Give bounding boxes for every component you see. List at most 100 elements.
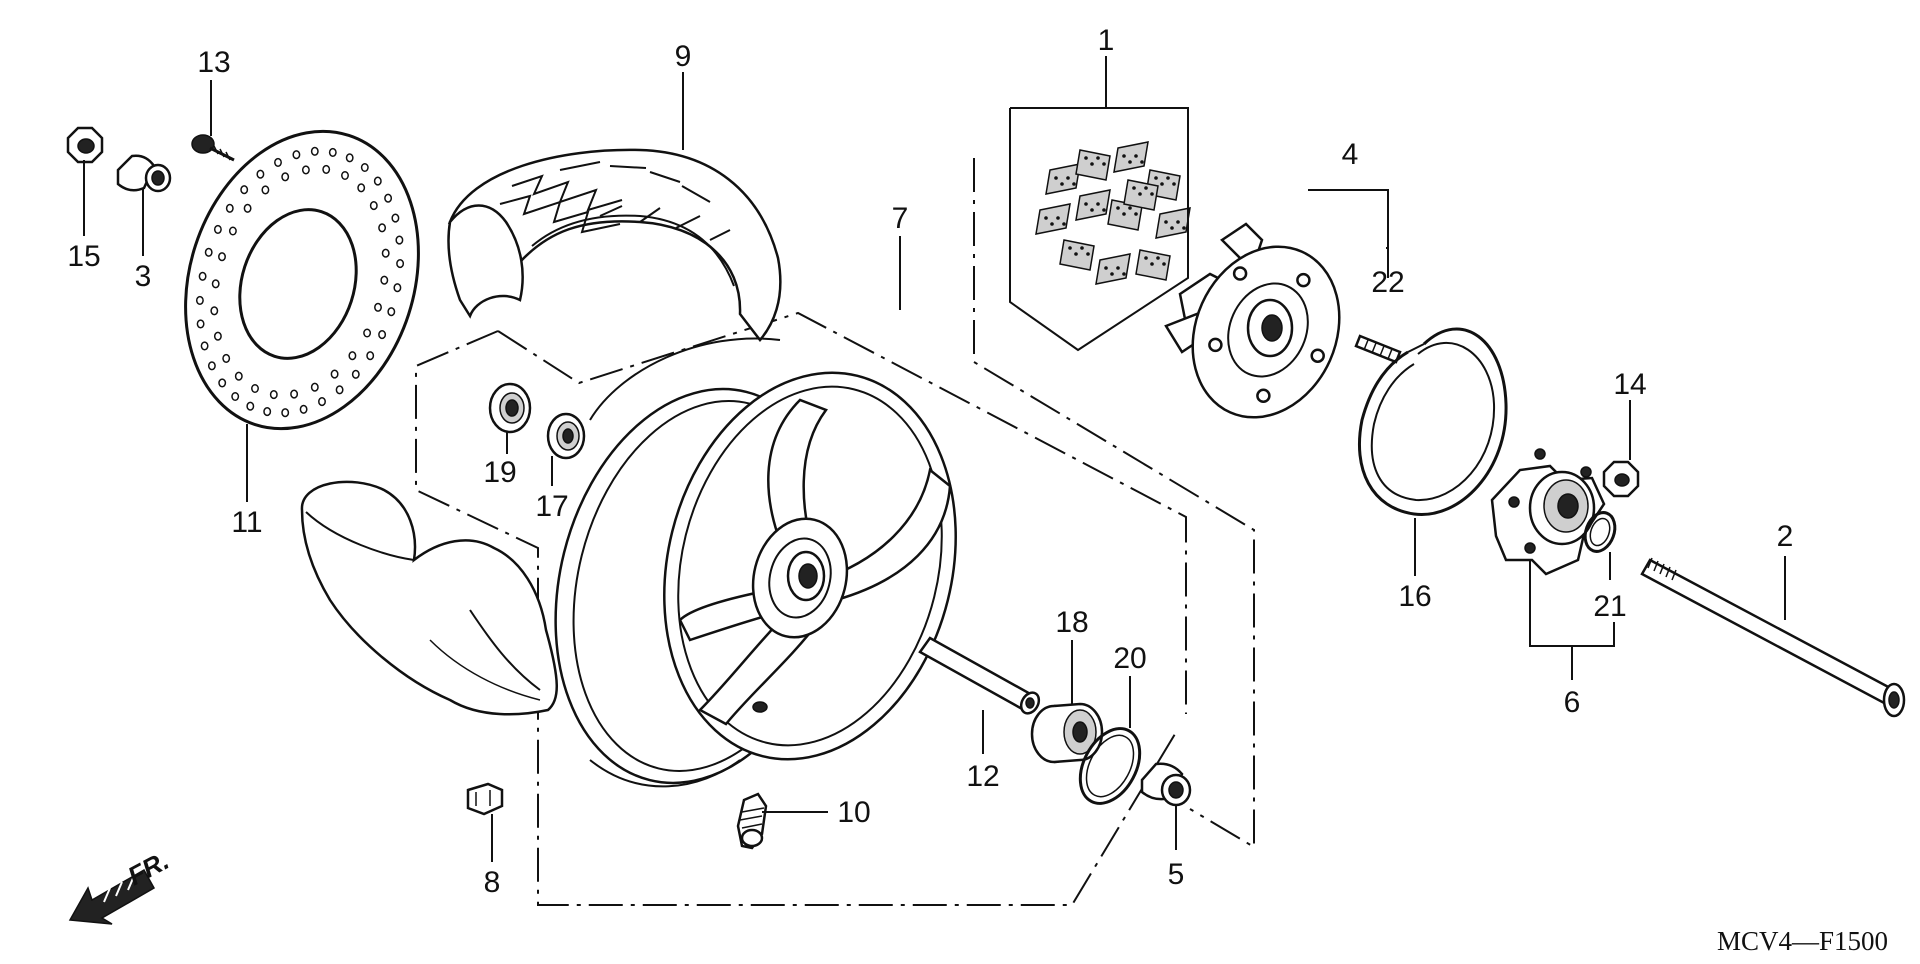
callout-5: 5 xyxy=(1168,858,1185,891)
disc-vent-hole xyxy=(200,341,209,351)
callout-3: 3 xyxy=(135,260,152,293)
damper-texture-dot xyxy=(1164,220,1168,224)
disc-vent-hole xyxy=(290,389,299,399)
damper-texture-dot xyxy=(1116,206,1120,210)
damper-texture-dot xyxy=(1138,192,1142,196)
disc-vent-hole xyxy=(310,382,319,392)
flange-stud-hole xyxy=(1232,266,1248,281)
damper-texture-dot xyxy=(1144,186,1148,190)
disc-vent-hole xyxy=(231,391,240,402)
disc-vent-hole xyxy=(207,361,216,371)
disc-vent-hole xyxy=(391,213,400,223)
disc-vent-hole xyxy=(345,153,354,163)
disc-vent-hole xyxy=(274,157,282,167)
damper-texture-dot xyxy=(1050,222,1054,226)
disc-vent-hole xyxy=(366,351,375,361)
disc-vent-hole xyxy=(341,170,349,181)
brake-disc xyxy=(184,129,420,431)
disc-vent-hole xyxy=(395,235,404,245)
callout-17: 17 xyxy=(535,490,568,523)
callout-1: 1 xyxy=(1098,24,1115,57)
damper-texture-dot xyxy=(1150,262,1154,266)
disc-vent-hole xyxy=(380,275,389,285)
disc-vent-hole xyxy=(218,252,226,262)
damper-texture-dot xyxy=(1122,272,1126,276)
disc-vent-hole xyxy=(381,248,390,258)
disc-vent-hole xyxy=(396,259,405,269)
damper-texture-dot xyxy=(1090,162,1094,166)
damper-texture-dot xyxy=(1172,182,1176,186)
tire-valve xyxy=(736,792,768,850)
callout-4: 4 xyxy=(1342,138,1359,171)
disc-vent-hole xyxy=(225,203,234,213)
callout-18: 18 xyxy=(1055,606,1088,639)
damper-rubber-block xyxy=(1035,203,1071,235)
disc-vent-hole xyxy=(330,369,339,379)
damper-texture-dot xyxy=(1128,206,1132,210)
damper-texture-dot xyxy=(1074,252,1078,256)
callout-numbers: 1 2 3 4 5 6 7 8 9 10 11 12 13 14 15 16 1… xyxy=(67,24,1793,899)
disc-vent-hole xyxy=(335,385,344,395)
disc-vent-hole xyxy=(301,165,310,175)
disc-vent-hole xyxy=(310,146,319,156)
disc-vent-hole xyxy=(269,390,278,400)
side-collar xyxy=(116,154,172,193)
damper-texture-dot xyxy=(1104,266,1108,270)
callout-21: 21 xyxy=(1593,590,1626,623)
damper-texture-dot xyxy=(1090,208,1094,212)
damper-texture-dot xyxy=(1096,156,1100,160)
damper-texture-dot xyxy=(1110,272,1114,276)
damper-rubber-block xyxy=(1045,163,1081,195)
callout-8: 8 xyxy=(484,866,501,899)
damper-texture-dot xyxy=(1134,154,1138,158)
disc-vent-hole xyxy=(384,193,393,203)
flange-stud-hole xyxy=(1208,337,1223,353)
disc-vent-hole xyxy=(351,369,360,379)
callout-15: 15 xyxy=(67,240,100,273)
disc-vent-hole xyxy=(213,224,222,234)
damper-texture-dot xyxy=(1066,176,1070,180)
damper-texture-dot xyxy=(1096,202,1100,206)
bearing-axle xyxy=(1030,702,1104,764)
disc-vent-hole xyxy=(218,378,227,388)
rear-wheel xyxy=(554,337,957,788)
disc-vent-hole xyxy=(210,306,219,316)
callout-19: 19 xyxy=(483,456,516,489)
damper-rubber-block xyxy=(1075,189,1111,221)
disc-vent-hole xyxy=(261,185,270,195)
callout-12: 12 xyxy=(966,760,999,793)
damper-texture-dot xyxy=(1084,202,1088,206)
callout-2: 2 xyxy=(1777,520,1794,553)
callout-13: 13 xyxy=(197,46,230,79)
disc-vent-hole xyxy=(228,226,237,236)
flange-stud-hole xyxy=(1256,388,1271,404)
disc-vent-hole xyxy=(357,183,366,193)
axle-nut xyxy=(66,126,104,164)
disc-vent-hole xyxy=(204,247,213,257)
damper-texture-dot xyxy=(1084,156,1088,160)
flange-stud-hole xyxy=(1296,272,1311,288)
drawing-code: MCV4—F1500 xyxy=(1717,926,1888,956)
o-ring xyxy=(1583,511,1617,553)
damper-texture-dot xyxy=(1044,216,1048,220)
damper-texture-dot xyxy=(1122,154,1126,158)
disc-vent-hole xyxy=(328,147,337,157)
damper-texture-dot xyxy=(1154,176,1158,180)
disc-vent-hole xyxy=(213,331,222,341)
disc-vent-hole xyxy=(198,271,207,281)
callout-11: 11 xyxy=(231,506,262,539)
damper-texture-dot xyxy=(1134,212,1138,216)
disc-vent-hole xyxy=(292,150,301,160)
disc-vent-hole xyxy=(251,383,259,394)
flange-bracket xyxy=(1308,189,1389,249)
disc-vent-hole xyxy=(195,295,204,305)
damper-texture-dot xyxy=(1086,252,1090,256)
disc-vent-hole xyxy=(374,302,382,312)
damper-texture-dot xyxy=(1072,182,1076,186)
damper-texture-dot xyxy=(1144,256,1148,260)
disc-vent-hole xyxy=(211,279,220,289)
disc-vent-hole xyxy=(322,164,331,174)
damper-texture-dot xyxy=(1102,162,1106,166)
circlip-ring xyxy=(1357,327,1508,516)
